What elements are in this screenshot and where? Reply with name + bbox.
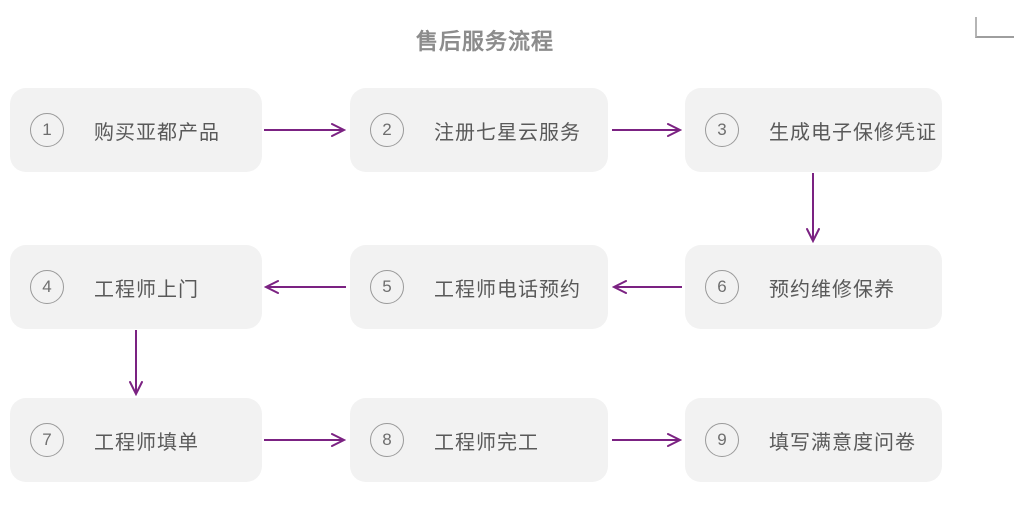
step-box-4: 4 工程师上门 [10, 245, 262, 329]
step-label: 生成电子保修凭证 [769, 121, 937, 144]
step-label: 注册七星云服务 [434, 121, 581, 144]
step-number-circle: 2 [370, 113, 404, 147]
step-label: 工程师上门 [94, 278, 199, 301]
step-number-circle: 3 [705, 113, 739, 147]
arrow-step2-to-step3-icon [612, 122, 682, 138]
step-label: 工程师电话预约 [434, 278, 581, 301]
arrow-step4-to-step7-icon [128, 330, 144, 396]
step-box-7: 7 工程师填单 [10, 398, 262, 482]
step-label: 工程师填单 [94, 431, 199, 454]
step-box-3: 3 生成电子保修凭证 [685, 88, 942, 172]
step-box-2: 2 注册七星云服务 [350, 88, 608, 172]
step-number-circle: 8 [370, 423, 404, 457]
step-number-circle: 9 [705, 423, 739, 457]
step-label: 预约维修保养 [769, 278, 895, 301]
arrow-step1-to-step2-icon [264, 122, 346, 138]
page-title: 售后服务流程 [415, 29, 554, 54]
arrow-step5-to-step4-icon [264, 279, 346, 295]
step-box-1: 1 购买亚都产品 [10, 88, 262, 172]
step-number-circle: 7 [30, 423, 64, 457]
step-number-circle: 4 [30, 270, 64, 304]
step-number-circle: 5 [370, 270, 404, 304]
arrow-step3-to-step6-icon [805, 173, 821, 243]
step-box-8: 8 工程师完工 [350, 398, 608, 482]
step-label: 购买亚都产品 [94, 121, 220, 144]
arrow-step6-to-step5-icon [612, 279, 682, 295]
arrow-step7-to-step8-icon [264, 432, 346, 448]
step-label: 填写满意度问卷 [769, 431, 916, 454]
step-number-circle: 6 [705, 270, 739, 304]
step-box-6: 6 预约维修保养 [685, 245, 942, 329]
step-label: 工程师完工 [434, 431, 539, 454]
arrow-step8-to-step9-icon [612, 432, 682, 448]
step-box-5: 5 工程师电话预约 [350, 245, 608, 329]
step-number-circle: 1 [30, 113, 64, 147]
step-box-9: 9 填写满意度问卷 [685, 398, 942, 482]
cropped-box-corner-icon [975, 17, 1014, 38]
